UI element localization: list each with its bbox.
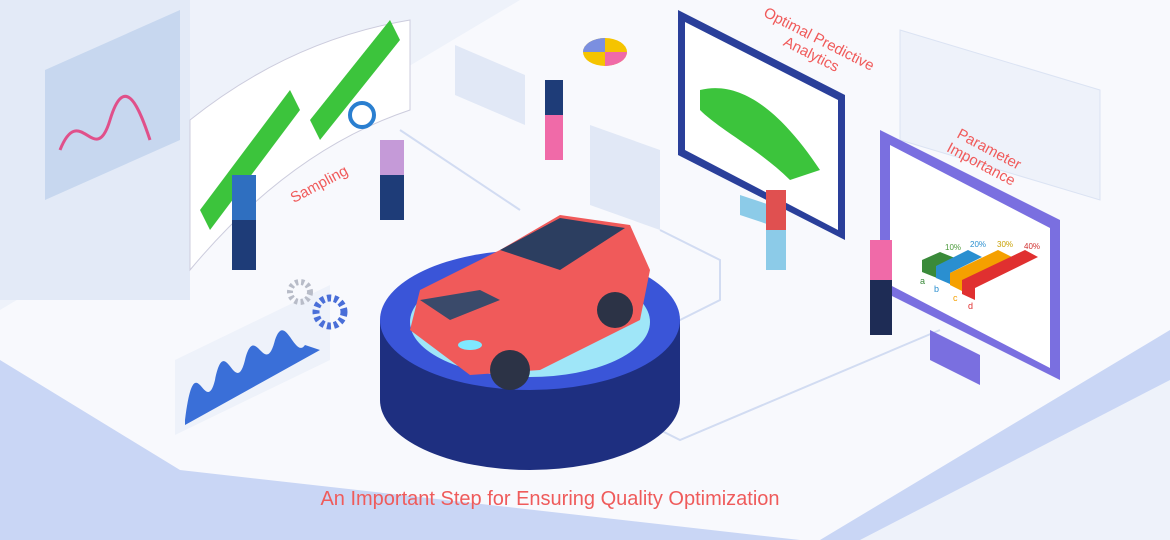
- bar-label-30: 30%: [997, 240, 1014, 249]
- wave-chart: [185, 330, 320, 425]
- car: [410, 215, 650, 390]
- bar-d: [962, 250, 1038, 300]
- floor-edge: [0, 310, 1170, 540]
- car-wheel-front: [490, 350, 530, 390]
- bar-label-20: 20%: [970, 240, 987, 249]
- bar-b: [936, 250, 982, 284]
- bar-chart: [922, 250, 1038, 300]
- bar-cat-d: d: [968, 301, 974, 311]
- bar-label-10: 10%: [945, 243, 962, 252]
- gear-icon-small: [287, 279, 313, 305]
- bar-cat-c: c: [953, 293, 958, 303]
- dashboard-panel-left: [45, 10, 180, 200]
- bar-label-40: 40%: [1024, 242, 1041, 251]
- caption: An Important Step for Ensuring Quality O…: [320, 488, 780, 510]
- car-wheel-rear: [597, 292, 633, 328]
- bar-cat-a: a: [920, 276, 926, 286]
- bar-cat-b: b: [934, 284, 940, 294]
- gear-icon: [312, 294, 348, 330]
